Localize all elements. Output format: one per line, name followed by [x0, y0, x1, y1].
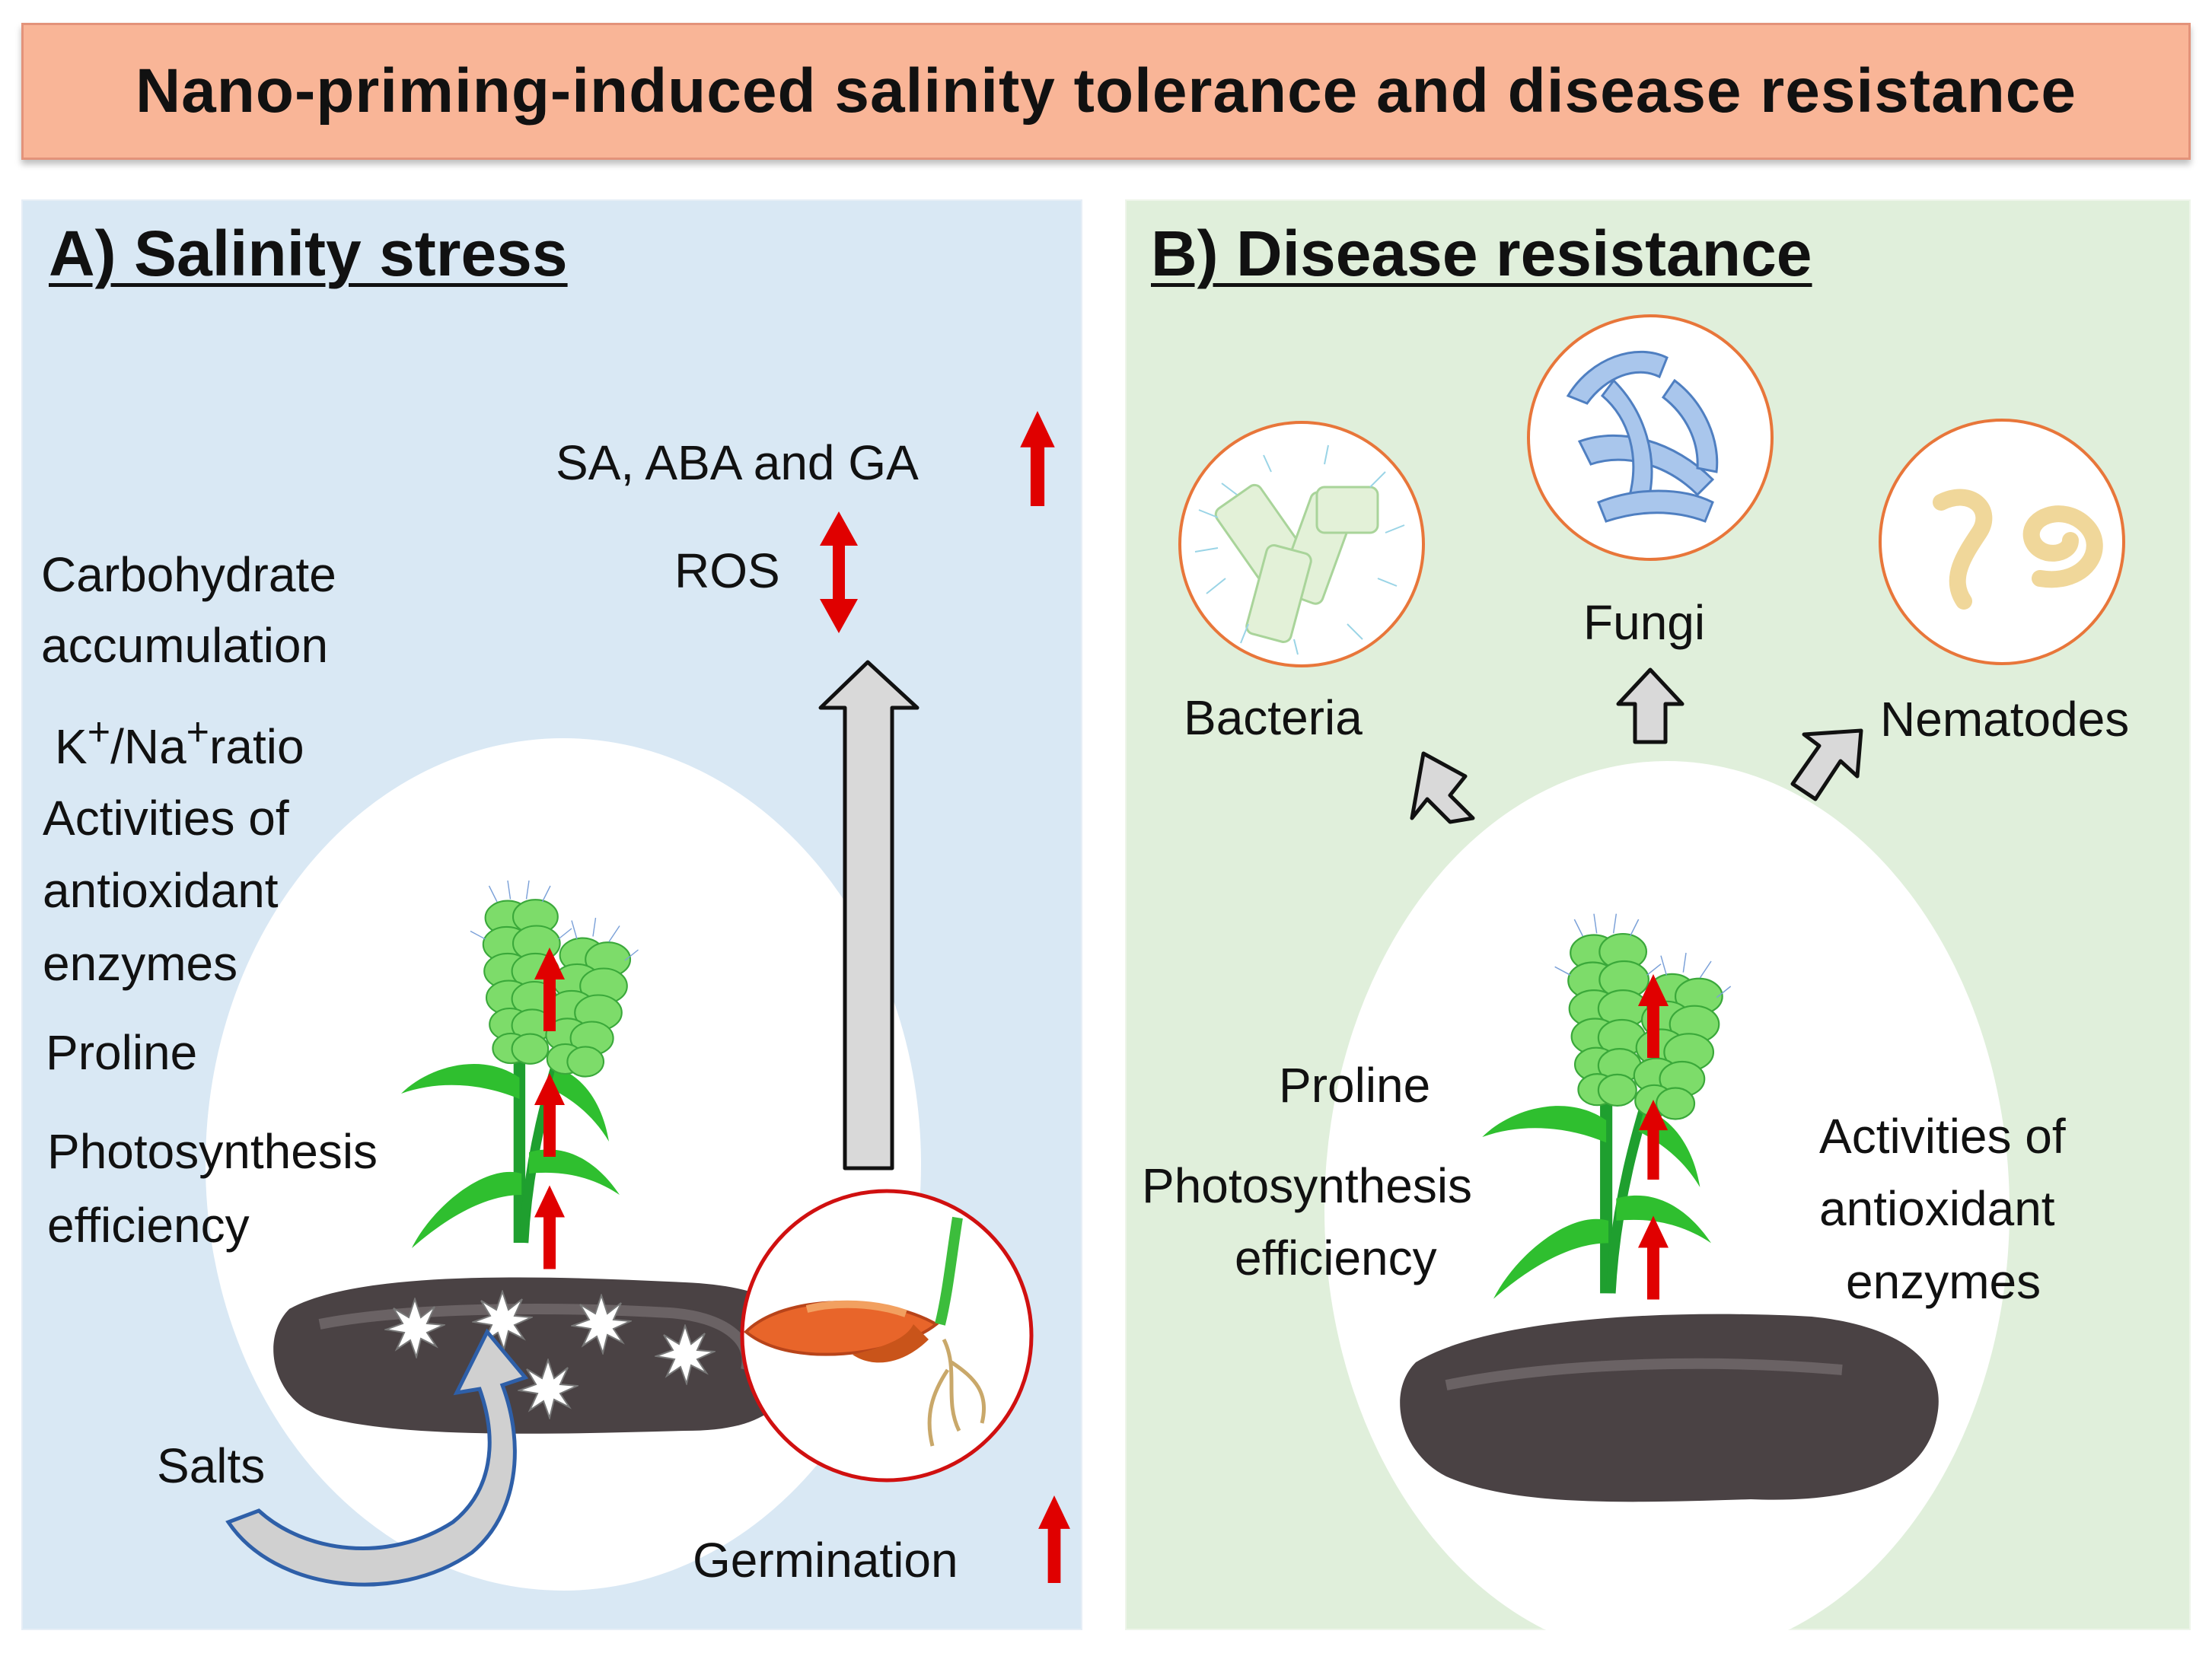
nematodes-arrow — [1790, 728, 1863, 801]
panel-a-heading: A) Salinity stress — [49, 218, 568, 289]
proline-label-b: Proline — [1279, 1058, 1431, 1113]
fungi-illustration — [1527, 314, 1774, 561]
salts-label: Salts — [157, 1438, 266, 1493]
antioxidant-label-b-line3: enzymes — [1846, 1254, 2041, 1309]
nematodes-illustration — [1879, 419, 2125, 665]
antioxidant-label-b-line1: Activities of — [1819, 1109, 2066, 1164]
bacteria-illustration — [1178, 421, 1425, 667]
antioxidant-label-line3: enzymes — [43, 936, 238, 991]
soil-patch-a — [273, 1277, 801, 1434]
proline-label-a: Proline — [46, 1025, 198, 1080]
germination-seed-circle — [740, 1189, 1034, 1483]
na-charge: + — [186, 710, 210, 754]
ratio-word: ratio — [209, 719, 304, 774]
ros-label: ROS — [674, 543, 780, 598]
photosynthesis-label-b-line2: efficiency — [1235, 1231, 1437, 1285]
hormones-label: SA, ABA and GA — [556, 435, 919, 490]
big-gray-up-arrow — [818, 660, 920, 1170]
carbohydrate-label-line2: accumulation — [41, 618, 329, 673]
nematodes-label: Nematodes — [1880, 692, 2130, 747]
fungi-arrow — [1616, 667, 1684, 744]
photosynthesis-label-b-line1: Photosynthesis — [1142, 1158, 1473, 1213]
bacteria-label: Bacteria — [1184, 690, 1363, 745]
photosynthesis-label-a-line1: Photosynthesis — [47, 1124, 378, 1179]
hormones-up-arrow — [1020, 411, 1055, 506]
carbohydrate-label-line1: Carbohydrate — [41, 547, 336, 602]
antioxidant-label-b-line2: antioxidant — [1819, 1181, 2055, 1236]
figure-title: Nano-priming-induced salinity tolerance … — [135, 56, 2077, 126]
salts-curved-arrow — [225, 1328, 529, 1587]
k-na-ratio-label: K+/Na+ratio — [55, 696, 304, 783]
fungi-label: Fungi — [1583, 595, 1706, 650]
photosynthesis-label-a-line2: efficiency — [47, 1198, 250, 1253]
bacteria-arrow — [1410, 751, 1475, 824]
k-symbol: K — [55, 719, 88, 774]
germination-up-arrow — [1038, 1495, 1070, 1583]
antioxidant-label-line1: Activities of — [43, 791, 289, 846]
na-symbol: /Na — [110, 719, 186, 774]
soil-patch-b — [1400, 1314, 1939, 1502]
k-charge: + — [87, 710, 111, 754]
antioxidant-label-line2: antioxidant — [43, 863, 279, 918]
ros-updown-arrow — [820, 511, 858, 633]
germination-label: Germination — [693, 1533, 958, 1588]
panel-b-heading: B) Disease resistance — [1151, 218, 1812, 289]
title-banner: Nano-priming-induced salinity tolerance … — [21, 23, 2191, 160]
